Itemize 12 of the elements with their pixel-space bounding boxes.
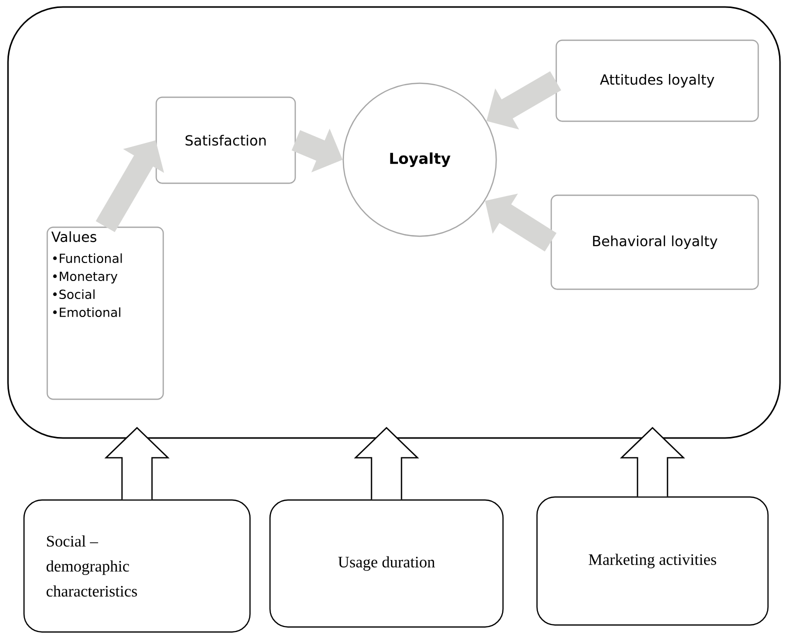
process-box: Behavioral loyalty bbox=[550, 194, 759, 290]
factor-box: Usage duration bbox=[269, 499, 504, 628]
factor-box: Marketing activities bbox=[536, 496, 769, 626]
process-box: Attitudes loyalty bbox=[556, 40, 759, 122]
circle-node: Loyalty bbox=[342, 82, 497, 237]
process-box: Satisfaction bbox=[156, 96, 296, 184]
block-arrow bbox=[354, 426, 420, 500]
block-arrow bbox=[620, 426, 686, 498]
list-box: Values •Functional •Monetary •Social •Emotional bbox=[46, 226, 164, 400]
block-arrow bbox=[104, 426, 170, 500]
frame-box bbox=[7, 6, 781, 439]
factor-box: Social – demographic characteristics bbox=[23, 499, 251, 633]
